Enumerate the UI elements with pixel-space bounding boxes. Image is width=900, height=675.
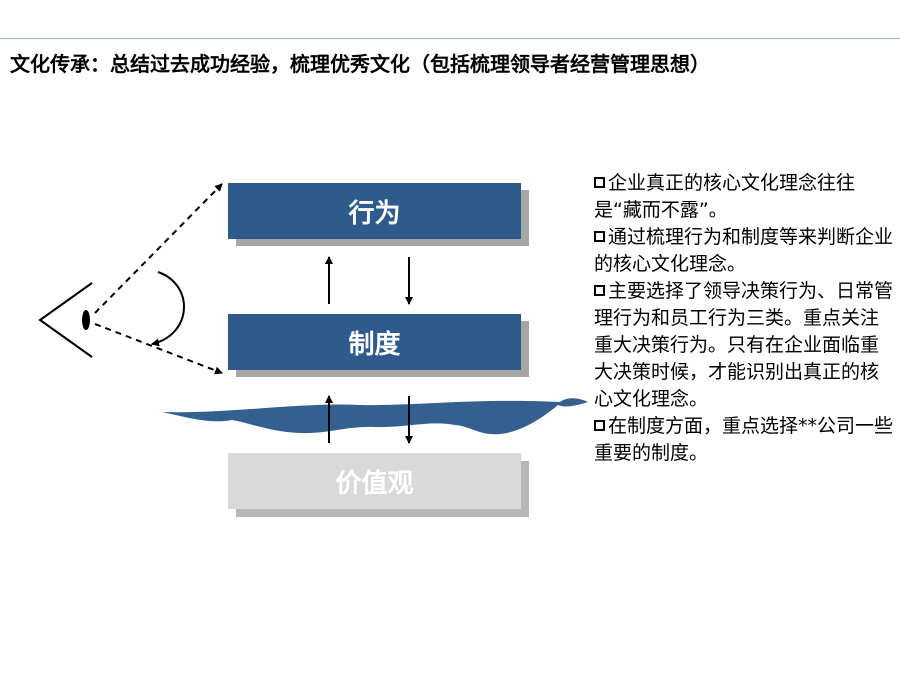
system-label: 制度 — [348, 329, 401, 360]
header-divider — [0, 38, 900, 39]
sight-line-lower — [94, 323, 223, 375]
note-item: 在制度方面，重点选择**公司一些重要的制度。 — [594, 413, 894, 467]
values-box — [228, 453, 521, 509]
note-text: 企业真正的核心文化理念往往是“藏而不露”。 — [594, 172, 856, 221]
note-item: 企业真正的核心文化理念往往是“藏而不露”。 — [594, 170, 894, 224]
note-item: 通过梳理行为和制度等来判断企业的核心文化理念。 — [594, 224, 894, 278]
note-text: 主要选择了领导决策行为、日常管理行为和员工行为三类。重点关注重大决策行为。只有在… — [594, 280, 894, 410]
note-item: 主要选择了领导决策行为、日常管理行为和员工行为三类。重点关注重大决策行为。只有在… — [594, 278, 894, 413]
hollow-square-icon — [594, 177, 605, 188]
hollow-square-icon — [594, 231, 605, 242]
page-title: 文化传承：总结过去成功经验，梳理优秀文化（包括梳理领导者经营管理思想） — [10, 52, 710, 76]
sight-line-upper — [94, 183, 223, 314]
note-text: 通过梳理行为和制度等来判断企业的核心文化理念。 — [594, 226, 894, 275]
note-text: 在制度方面，重点选择**公司一些重要的制度。 — [594, 415, 894, 464]
notes-panel: 企业真正的核心文化理念往往是“藏而不露”。 通过梳理行为和制度等来判断企业的核心… — [594, 170, 894, 467]
curved-arrow — [151, 271, 185, 347]
hollow-square-icon — [594, 420, 605, 431]
hollow-square-icon — [594, 285, 605, 296]
eye-icon — [38, 282, 93, 358]
values-label: 价值观 — [335, 468, 414, 499]
water-surface — [162, 398, 588, 435]
behavior-label: 行为 — [348, 198, 401, 229]
behavior-box — [228, 183, 521, 239]
system-box — [228, 314, 521, 370]
